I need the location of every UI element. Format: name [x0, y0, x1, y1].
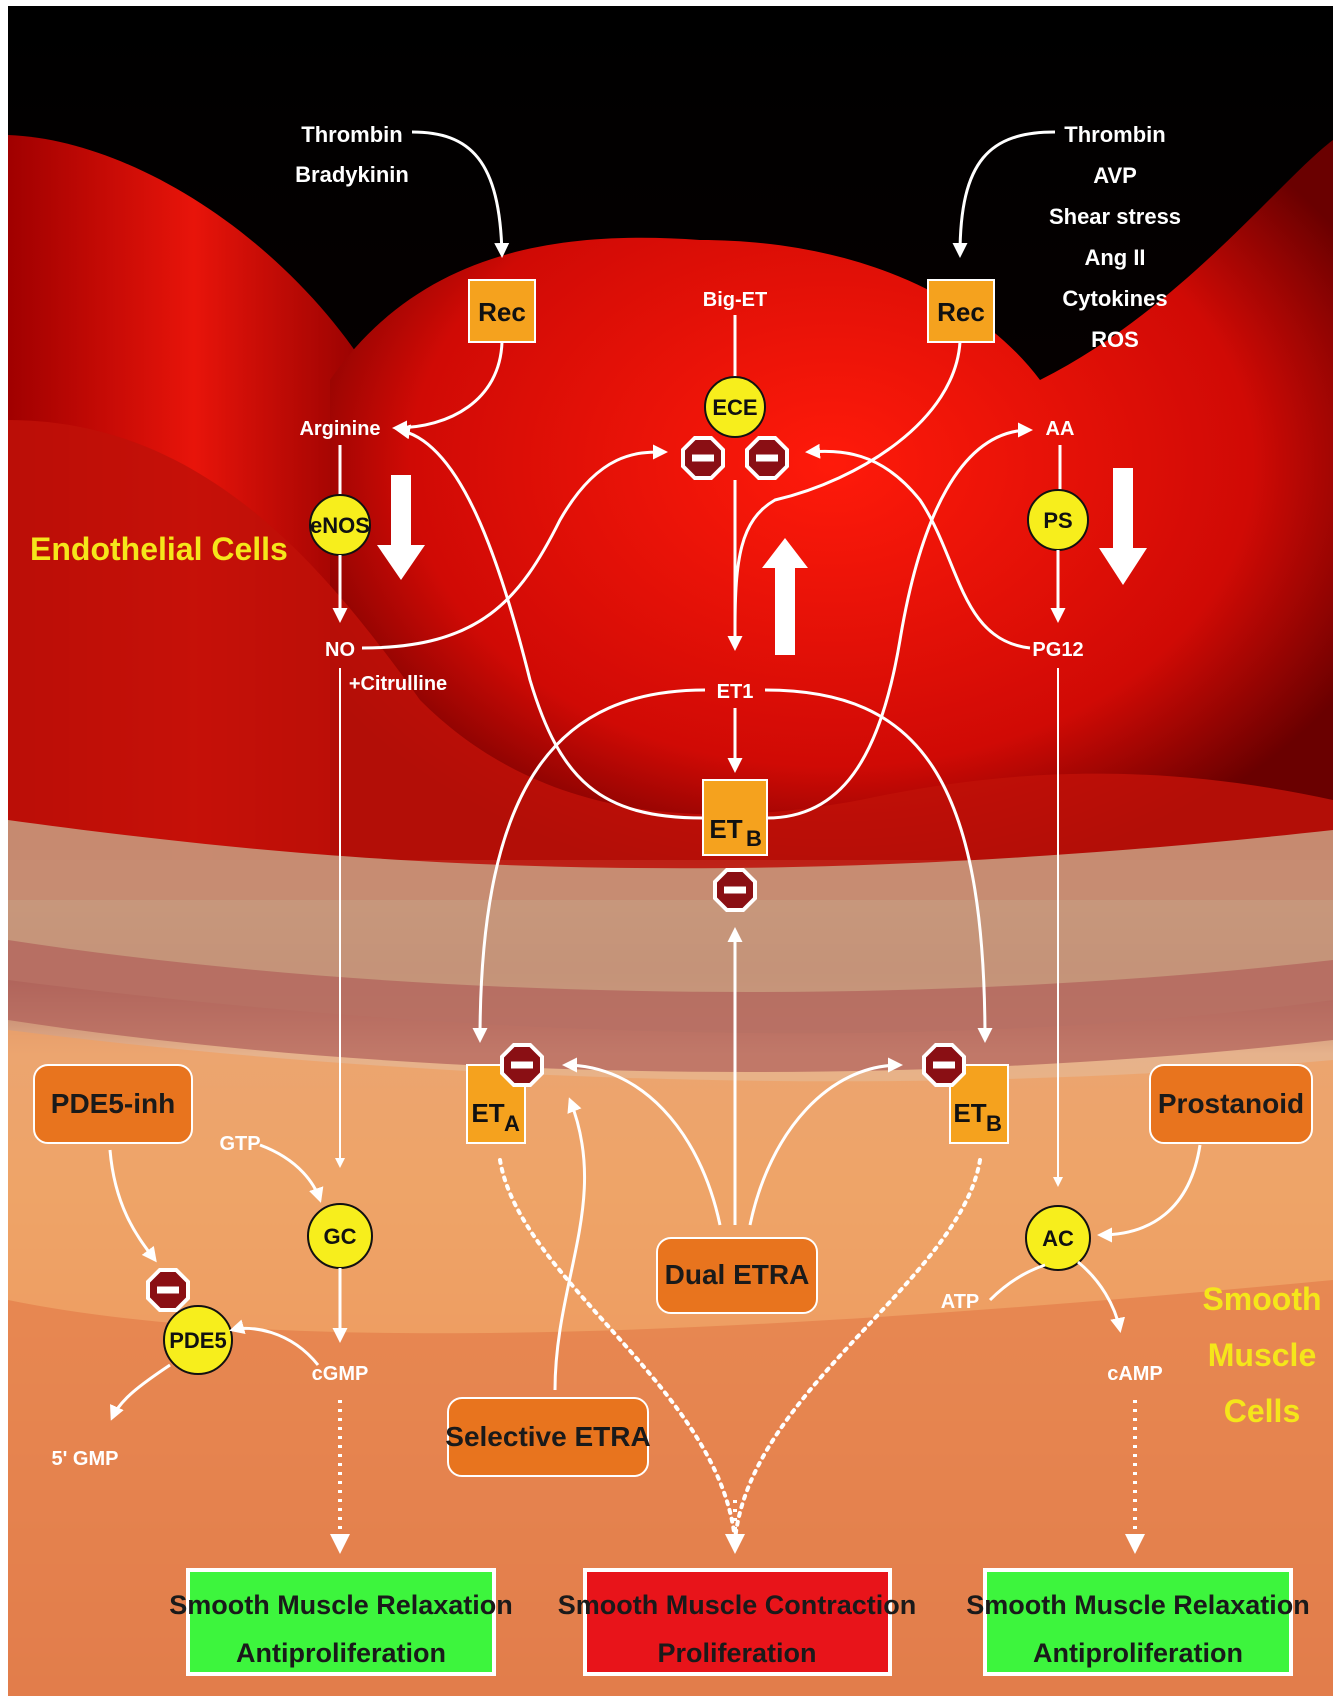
- selective-etra-label: Selective ETRA: [445, 1421, 650, 1452]
- cgmp-label: cGMP: [312, 1363, 369, 1385]
- enos-label: eNOS: [310, 513, 370, 538]
- prostanoid-label: Prostanoid: [1158, 1088, 1304, 1119]
- outcome-center-line1: Smooth Muscle Contraction: [558, 1590, 917, 1620]
- stimulus-right-2: Shear stress: [1049, 204, 1181, 229]
- etb-endothelial-inhibitor-icon: [713, 868, 757, 912]
- etb-smooth-sub: B: [986, 1111, 1002, 1136]
- ece-inhibitor-right-icon: [745, 436, 789, 480]
- rec-label-right: Rec: [937, 297, 985, 327]
- atp-label: ATP: [941, 1291, 980, 1313]
- stimulus-right-1: AVP: [1093, 163, 1137, 188]
- big-et-label: Big-ET: [703, 289, 767, 311]
- citrulline-label: +Citrulline: [349, 673, 447, 695]
- pde5-label: PDE5: [169, 1328, 226, 1353]
- stimulus-left-1: Bradykinin: [295, 162, 409, 187]
- gtp-label: GTP: [219, 1133, 260, 1155]
- smooth-label-line1: Smooth: [1202, 1281, 1321, 1317]
- aa-label: AA: [1046, 418, 1075, 440]
- outcome-right-line1: Smooth Muscle Relaxation: [966, 1590, 1310, 1620]
- outcome-left-line1: Smooth Muscle Relaxation: [169, 1590, 513, 1620]
- ac-label: AC: [1042, 1226, 1074, 1251]
- eta-label: ET: [471, 1098, 504, 1128]
- rec-label-left: Rec: [478, 297, 526, 327]
- stimulus-right-5: ROS: [1091, 327, 1139, 352]
- pde5-inh-label: PDE5-inh: [51, 1088, 175, 1119]
- gc-label: GC: [324, 1224, 357, 1249]
- outcome-left-line2: Antiproliferation: [236, 1638, 446, 1668]
- etb-endothelial-sub: B: [746, 826, 762, 851]
- camp-label: cAMP: [1107, 1363, 1163, 1385]
- dual-etra-label: Dual ETRA: [665, 1259, 810, 1290]
- etb-endothelial-label: ET: [709, 814, 742, 844]
- outcome-center-line2: Proliferation: [657, 1638, 816, 1668]
- outcome-right-line2: Antiproliferation: [1033, 1638, 1243, 1668]
- ps-label: PS: [1043, 508, 1072, 533]
- et1-label: ET1: [717, 681, 754, 703]
- stimulus-right-0: Thrombin: [1064, 122, 1165, 147]
- stimulus-right-3: Ang II: [1084, 245, 1145, 270]
- ece-label: ECE: [712, 395, 757, 420]
- etb-smooth-label: ET: [953, 1098, 986, 1128]
- gmp-label: 5' GMP: [52, 1448, 119, 1470]
- pg12-label: PG12: [1032, 639, 1083, 661]
- smooth-label-line3: Cells: [1224, 1393, 1300, 1429]
- stimulus-left-0: Thrombin: [301, 122, 402, 147]
- no-label: NO: [325, 639, 355, 661]
- endothelial-cells-label: Endothelial Cells: [30, 531, 288, 567]
- arginine-label: Arginine: [299, 418, 380, 440]
- pde5-inhibitor-icon: [146, 1268, 190, 1312]
- etb-smooth-inhibitor-icon: [922, 1043, 966, 1087]
- ece-inhibitor-left-icon: [681, 436, 725, 480]
- stimulus-right-4: Cytokines: [1062, 286, 1167, 311]
- eta-sub: A: [504, 1111, 520, 1136]
- smooth-label-line2: Muscle: [1208, 1337, 1316, 1373]
- eta-inhibitor-icon: [500, 1043, 544, 1087]
